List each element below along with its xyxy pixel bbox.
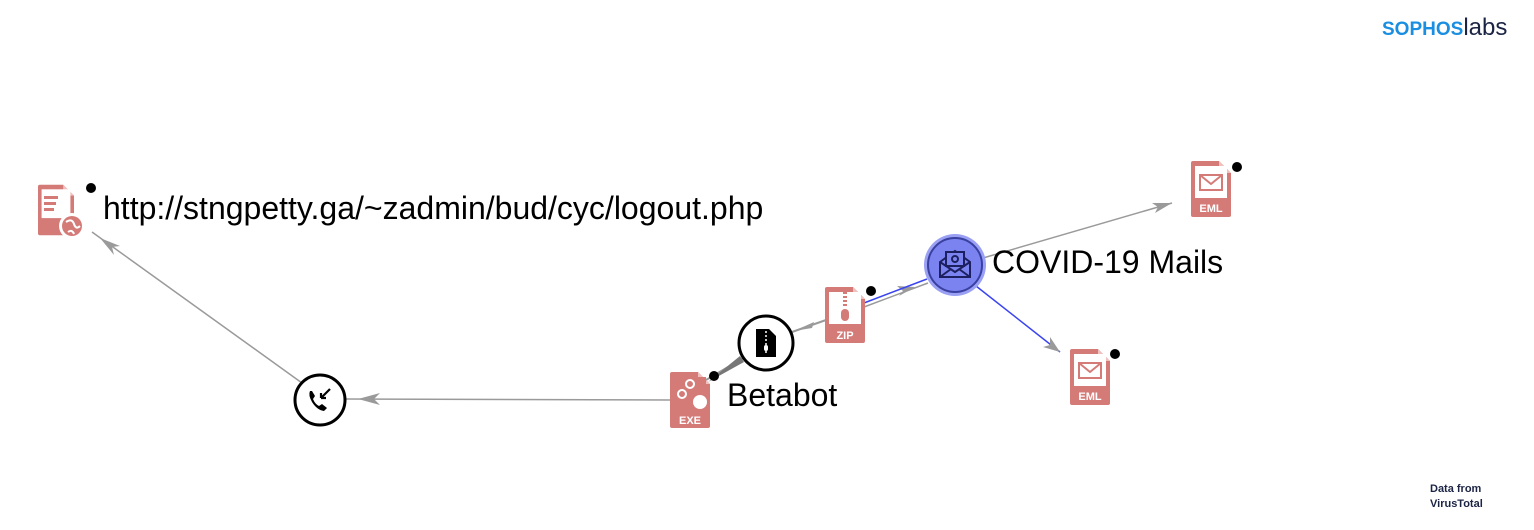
node-mails-label: COVID-19 Mails — [992, 244, 1223, 280]
edge-archive-zip-arrow — [794, 322, 814, 331]
node-exe-label: Betabot — [727, 377, 837, 413]
edge-mails-eml1-arrow — [1152, 203, 1172, 213]
edge-exe-phone-arrow — [358, 393, 380, 405]
node-url-label: http://stngpetty.ga/~zadmin/bud/cyc/logo… — [103, 190, 763, 226]
credit-line-1: Data from — [1430, 483, 1482, 495]
edge-mails-eml2 — [975, 285, 1061, 353]
eml1-badge: EML — [1199, 203, 1223, 215]
exe-badge: EXE — [679, 415, 701, 427]
edge-exe-phone — [345, 398, 671, 401]
archive-file-icon — [756, 329, 776, 357]
eml-file-icon: EML — [1070, 349, 1110, 405]
sophoslabs-logo: SOPHOSlabs — [1382, 14, 1507, 42]
node-archive[interactable] — [737, 314, 795, 372]
exe-file-icon: EXE — [670, 372, 710, 428]
eml2-badge: EML — [1078, 391, 1102, 403]
node-exe[interactable]: EXE — [670, 372, 710, 428]
node-zip-dot — [866, 286, 876, 296]
zip-file-icon: ZIP — [825, 287, 865, 343]
credit-line-2: VirusTotal — [1430, 498, 1483, 510]
edge-mails-eml2-arrow — [1043, 337, 1060, 352]
edges — [91, 202, 1173, 405]
zip-badge: ZIP — [836, 330, 853, 342]
node-exe-dot — [709, 371, 719, 381]
edge-mails-zip-blue — [863, 278, 928, 304]
node-url[interactable] — [38, 184, 85, 239]
edge-phone-url — [91, 231, 303, 384]
node-eml-2[interactable]: EML — [1070, 349, 1110, 405]
node-zip[interactable]: ZIP — [825, 287, 865, 343]
edge-phone-url-arrow — [100, 238, 120, 255]
node-phone[interactable] — [293, 373, 347, 427]
eml-file-icon: EML — [1191, 161, 1231, 217]
node-eml-2-dot — [1110, 349, 1120, 359]
edge-mails-eml1 — [982, 202, 1173, 259]
email-icon — [939, 249, 971, 278]
node-eml-1[interactable]: EML — [1191, 161, 1231, 217]
data-credit: Data from VirusTotal — [1430, 482, 1483, 512]
node-url-dot — [86, 183, 96, 193]
node-eml-1-dot — [1232, 162, 1242, 172]
phone-callback-icon — [309, 388, 331, 411]
web-document-icon — [38, 184, 85, 239]
logo-sophos: SOPHOS — [1382, 19, 1464, 40]
node-mails[interactable] — [924, 234, 986, 296]
edge-zip-mails — [863, 282, 929, 308]
logo-labs: labs — [1463, 14, 1508, 41]
